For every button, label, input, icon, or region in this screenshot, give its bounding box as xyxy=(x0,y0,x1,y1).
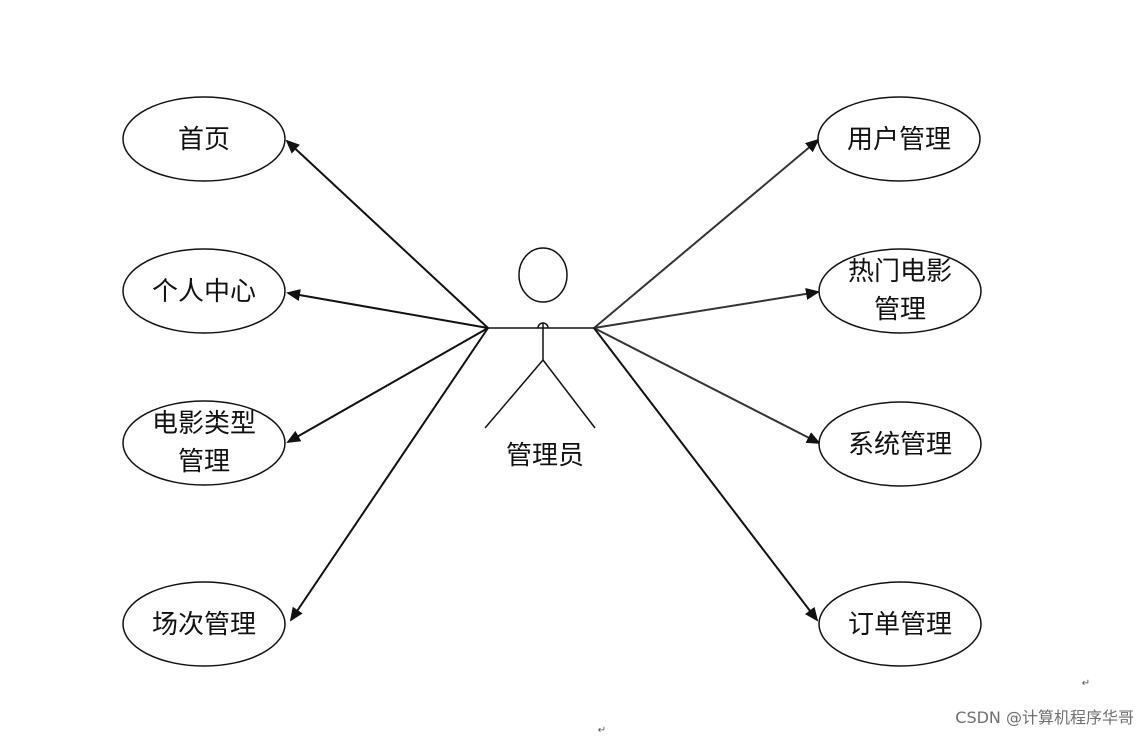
use-case-personal-center: 个人中心 xyxy=(122,248,286,334)
association-system-management xyxy=(593,327,821,444)
association-order-management xyxy=(593,327,819,622)
use-case-home: 首页 xyxy=(122,96,286,182)
association-movie-type-management xyxy=(286,327,489,443)
use-case-home-ellipse xyxy=(122,96,286,182)
use-case-user-management: 用户管理 xyxy=(817,96,981,182)
use-case-movie-type-management-label-line-2: 管理 xyxy=(178,447,230,477)
use-case-personal-center-ellipse xyxy=(122,248,286,334)
use-case-movie-type-management-label-line-1: 电影类型 xyxy=(152,409,256,439)
use-case-hot-movie-management: 热门电影 管理 xyxy=(818,248,982,334)
paragraph-mark-bottom: ↵ xyxy=(598,725,606,736)
use-case-hot-movie-management-label-line-1: 热门电影 xyxy=(848,257,952,287)
use-case-home-label: 首页 xyxy=(178,125,230,155)
use-case-system-management-ellipse xyxy=(818,401,982,487)
use-case-order-management-label: 订单管理 xyxy=(848,610,952,640)
actor-crossover xyxy=(537,322,549,329)
use-case-session-management: 场次管理 xyxy=(122,581,286,667)
actor-head xyxy=(518,247,568,303)
use-case-session-management-ellipse xyxy=(122,581,286,667)
actor-figure xyxy=(484,247,596,429)
use-case-personal-center-label: 个人中心 xyxy=(152,277,256,307)
association-hot-movie-management xyxy=(593,287,820,329)
association-personal-center xyxy=(286,289,489,329)
actor-label: 管理员 xyxy=(506,441,584,471)
use-case-session-management-label: 场次管理 xyxy=(152,610,256,640)
use-case-user-management-label: 用户管理 xyxy=(847,125,951,155)
actor-left-leg xyxy=(484,359,544,429)
paragraph-mark-right: ↵ xyxy=(1082,678,1090,689)
use-case-system-management-label: 系统管理 xyxy=(848,430,952,460)
use-case-system-management: 系统管理 xyxy=(818,401,982,487)
use-case-order-management-ellipse xyxy=(818,581,982,667)
watermark: CSDN @计算机程序华哥 xyxy=(955,708,1134,727)
association-session-management xyxy=(289,327,489,622)
association-home xyxy=(285,139,489,329)
use-case-order-management: 订单管理 xyxy=(818,581,982,667)
association-user-management xyxy=(593,138,820,329)
use-case-hot-movie-management-label-line-2: 管理 xyxy=(874,295,926,325)
use-case-user-management-ellipse xyxy=(817,96,981,182)
use-case-movie-type-management: 电影类型 管理 xyxy=(122,400,286,486)
actor-right-leg xyxy=(542,359,596,429)
use-case-hot-movie-management-ellipse xyxy=(818,248,982,334)
use-case-movie-type-management-ellipse xyxy=(122,400,286,486)
